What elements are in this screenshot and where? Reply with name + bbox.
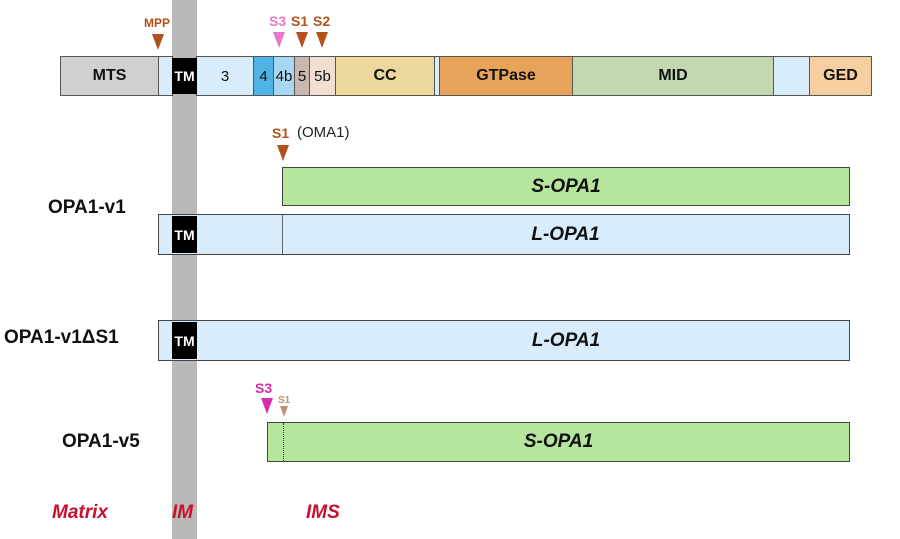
segment-exon-4: 4 xyxy=(253,56,274,96)
segment-mid: MID xyxy=(572,56,774,96)
segment-ged: GED xyxy=(809,56,872,96)
site-s1-label: S1 xyxy=(291,13,309,29)
row-label-opa1-v1-delta-s1: OPA1-v1ΔS1 xyxy=(4,327,119,348)
segment-spacer-3 xyxy=(773,56,810,96)
compartment-im-label: IM xyxy=(172,502,194,523)
compartment-matrix-label: Matrix xyxy=(52,502,108,523)
v1-s1-divider xyxy=(282,215,283,254)
site-mpp-arrow-icon xyxy=(152,34,164,50)
segment-exon-5: 5 xyxy=(294,56,310,96)
v5-site-s1-arrow-icon xyxy=(280,406,288,417)
site-mpp-label: MPP xyxy=(144,16,171,30)
site-s1-arrow-icon xyxy=(296,32,308,48)
v1-long-form-bar: L-OPA1 xyxy=(158,214,850,255)
segment-spacer-1 xyxy=(158,56,173,96)
site-s2-label: S2 xyxy=(313,13,331,29)
v5-s1-dotted-line xyxy=(283,423,284,461)
site-s2-arrow-icon xyxy=(316,32,328,48)
v5-short-form-label: S-OPA1 xyxy=(523,431,594,452)
v1ds1-long-form-label: L-OPA1 xyxy=(531,329,601,351)
v5-site-s1-label: S1 xyxy=(278,395,291,406)
oma1-arrow-icon xyxy=(277,145,289,161)
v1-short-form-bar: S-OPA1 xyxy=(282,167,850,206)
v5-short-form-bar: S-OPA1 xyxy=(267,422,850,462)
v1ds1-long-form-bar: L-OPA1 xyxy=(158,320,850,361)
site-s3-arrow-icon xyxy=(273,32,285,48)
site-s3-label: S3 xyxy=(269,13,287,29)
v5-site-s3-label: S3 xyxy=(255,380,273,396)
segment-exon-3: 3 xyxy=(196,56,254,96)
row-label-opa1-v5: OPA1-v5 xyxy=(62,431,140,452)
segment-tm: TM xyxy=(172,58,197,94)
row-label-opa1-v1: OPA1-v1 xyxy=(48,197,126,218)
v1ds1-tm-block: TM xyxy=(172,322,197,359)
segment-mts: MTS xyxy=(60,56,159,96)
v1-tm-block: TM xyxy=(172,216,197,253)
compartment-ims-label: IMS xyxy=(306,502,340,523)
v1-long-form-label: L-OPA1 xyxy=(531,223,600,245)
v5-site-s3-arrow-icon xyxy=(261,398,273,414)
segment-gtpase: GTPase xyxy=(439,56,573,96)
segment-exon-5b: 5b xyxy=(309,56,336,96)
oma1-site-label: S1 xyxy=(272,125,290,141)
segment-exon-4b: 4b xyxy=(273,56,295,96)
segment-cc: CC xyxy=(335,56,435,96)
oma1-enzyme-label: (OMA1) xyxy=(297,124,350,141)
